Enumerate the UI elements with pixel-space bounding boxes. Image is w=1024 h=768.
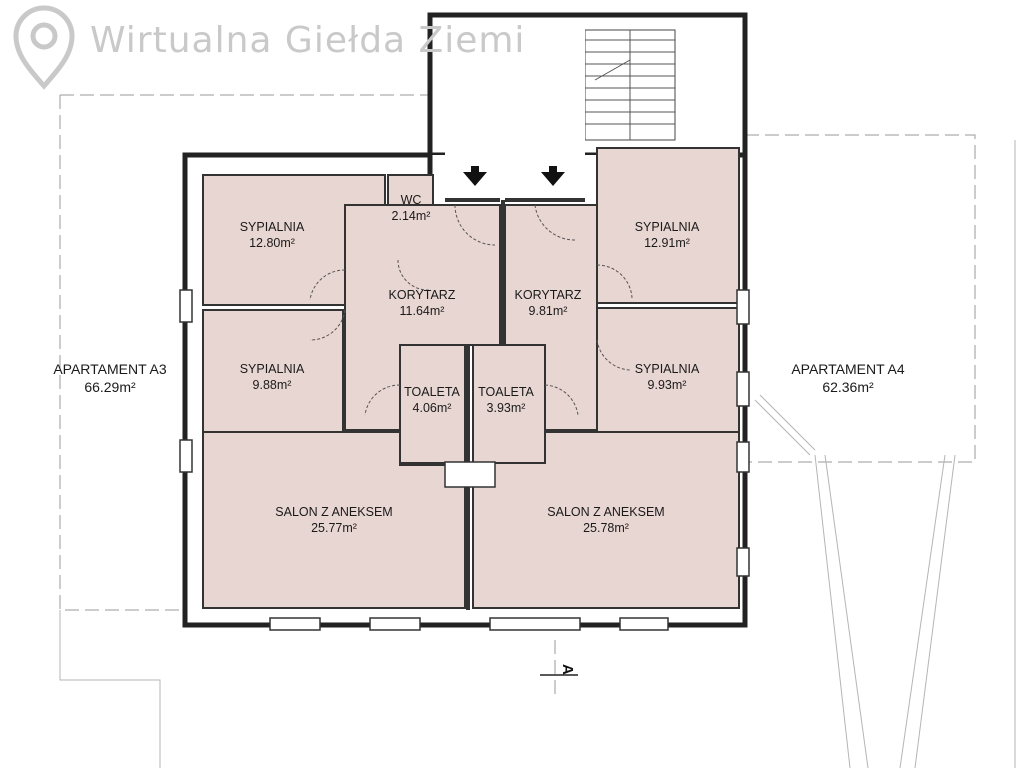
room-name: SYPIALNIA <box>635 362 700 376</box>
room-a4-living <box>472 431 740 609</box>
room-name: SYPIALNIA <box>635 220 700 234</box>
room-area: 9.81m² <box>529 304 568 318</box>
section-marker: A <box>540 664 578 676</box>
room-name: SALON Z ANEKSEM <box>547 505 664 519</box>
apartment-area: 66.29m² <box>84 379 136 395</box>
entrance-arrow-icon <box>463 172 487 186</box>
thin-outline-lines <box>59 140 1016 768</box>
door-swings <box>309 204 633 416</box>
room-a4-bedroom-2 <box>596 307 740 433</box>
rooms <box>202 147 740 609</box>
room-area: 12.80m² <box>249 236 295 250</box>
room-name: KORYTARZ <box>389 288 456 302</box>
room-area: 11.64m² <box>400 304 445 318</box>
watermark: Wirtualna Giełda Ziemi <box>13 5 525 90</box>
room-area: 9.88m² <box>253 378 292 392</box>
room-name: TOALETA <box>478 385 534 399</box>
room-a3-bedroom-2 <box>202 309 344 433</box>
room-area: 3.93m² <box>487 401 526 415</box>
dashed-outlines <box>59 94 976 700</box>
room-a4-bedroom-1 <box>596 147 740 304</box>
room-area: 25.78m² <box>583 521 629 535</box>
map-pin-icon <box>13 5 75 90</box>
section-marker-label: A <box>559 664 576 675</box>
apartment-name: APARTAMENT A3 <box>53 361 167 377</box>
entrance-arrows <box>463 166 565 186</box>
watermark-text: Wirtualna Giełda Ziemi <box>90 20 525 61</box>
windows <box>179 289 750 631</box>
apartment-area: 62.36m² <box>822 379 874 395</box>
entrance-arrow-icon <box>541 172 565 186</box>
room-a4-toilet <box>472 344 546 464</box>
room-name: TOALETA <box>404 385 460 399</box>
room-area: 4.06m² <box>413 401 452 415</box>
room-area: 9.93m² <box>648 378 687 392</box>
room-name: WC <box>401 193 422 207</box>
room-labels: SYPIALNIA 12.80m² WC 2.14m² KORYTARZ 11.… <box>240 193 700 535</box>
apartment-labels: APARTAMENT A3 66.29m² APARTAMENT A4 62.3… <box>53 361 905 395</box>
room-area: 2.14m² <box>392 209 431 223</box>
room-name: SYPIALNIA <box>240 220 305 234</box>
room-name: SYPIALNIA <box>240 362 305 376</box>
room-area: 12.91m² <box>644 236 690 250</box>
room-area: 25.77m² <box>311 521 357 535</box>
room-a3-toilet <box>399 344 466 464</box>
apartment-name: APARTAMENT A4 <box>791 361 905 377</box>
room-name: KORYTARZ <box>515 288 582 302</box>
room-name: SALON Z ANEKSEM <box>275 505 392 519</box>
